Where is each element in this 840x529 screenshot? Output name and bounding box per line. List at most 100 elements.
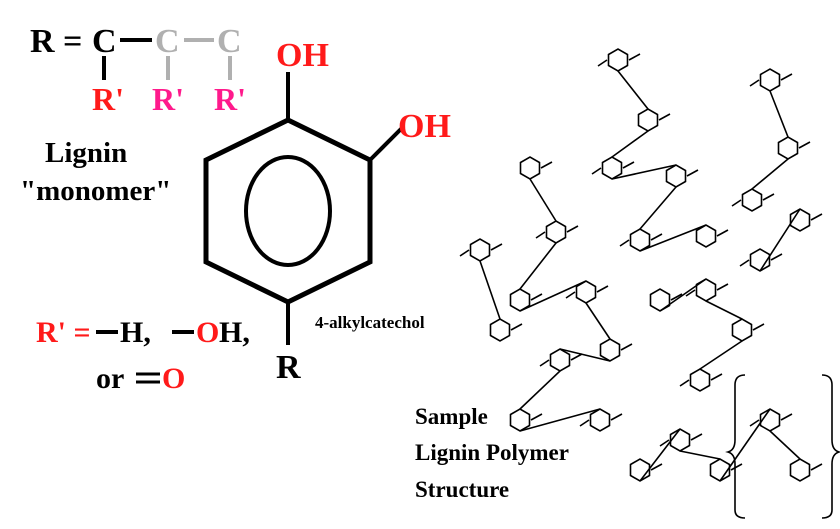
polymer-ring	[549, 348, 571, 372]
polymer-bond	[510, 323, 523, 331]
polymer-ring	[545, 220, 567, 244]
polymer-ring	[469, 238, 491, 262]
polymer-bond	[639, 428, 681, 482]
polymer-bond	[690, 433, 703, 441]
polymer-bond	[650, 233, 663, 241]
polymer-bond	[490, 243, 503, 251]
polymer-ring	[607, 48, 629, 72]
polymer-ring	[741, 188, 763, 212]
bond-oh2	[368, 126, 404, 162]
polymer-bond	[798, 141, 811, 149]
polymer-bond	[769, 430, 801, 460]
oh-group-2: OH	[398, 108, 451, 145]
polymer-bond	[622, 161, 635, 169]
polymer-ring	[637, 108, 659, 132]
polymer-bond	[639, 224, 707, 252]
polymer-bond	[570, 353, 583, 361]
polymer-bond	[762, 193, 775, 201]
polymer-bond	[739, 259, 750, 267]
polymer-ring	[709, 458, 731, 482]
polymer-ring	[731, 318, 753, 342]
polymer-bond	[620, 343, 633, 351]
h-of-oh: H,	[219, 316, 250, 349]
polymer-bond	[719, 408, 771, 482]
polymer-ring	[489, 318, 511, 342]
lignin-polymer-structure	[459, 48, 840, 519]
polymer-bond	[670, 293, 683, 301]
polymer-label: Sample Lignin Polymer Structure	[415, 404, 569, 502]
polymer-label-line1: Sample	[415, 404, 488, 429]
polymer-ring	[689, 368, 711, 392]
o-of-oh: O	[196, 316, 219, 349]
polymer-ring	[669, 428, 691, 452]
polymer-bond	[679, 379, 690, 387]
polymer-ring	[599, 338, 621, 362]
polymer-bond	[731, 199, 742, 207]
polymer-ring	[519, 156, 541, 180]
polymer-bond	[679, 450, 721, 460]
carbon-1: C	[92, 23, 117, 60]
polymer-ring	[509, 408, 531, 432]
polymer-bond	[749, 419, 760, 427]
r-prime-2: R'	[152, 81, 184, 117]
polymer-bond	[659, 278, 707, 312]
polymer-ring	[789, 208, 811, 232]
r-prime-3: R'	[214, 81, 246, 117]
carbon-3: C	[217, 23, 242, 60]
polymer-ring	[649, 288, 671, 312]
carbon-2: C	[155, 23, 180, 60]
polymer-ring	[629, 458, 651, 482]
polymer-bond	[686, 169, 699, 177]
polymer-bond	[539, 359, 550, 367]
polymer-bond	[769, 90, 789, 138]
polymer-ring	[695, 278, 717, 302]
polymer-bond	[591, 167, 602, 175]
monomer-label-line2: "monomer"	[20, 175, 171, 207]
polymer-bond	[759, 208, 801, 272]
polymer-bond	[559, 348, 611, 362]
polymer-bond	[659, 439, 670, 447]
polymer-bond	[596, 285, 609, 293]
polymer-bond	[585, 302, 611, 340]
polymer-bond	[810, 213, 823, 221]
polymer-bond	[479, 260, 501, 320]
polymer-bond	[705, 300, 743, 320]
r-prime-definition: R' = H, O H, or O	[36, 316, 250, 395]
polymer-bond	[780, 413, 793, 421]
polymer-bond	[519, 370, 561, 410]
polymer-label-line2: Lignin Polymer	[415, 440, 569, 465]
polymer-bond	[628, 53, 641, 61]
polymer-bond	[610, 413, 623, 421]
polymer-bond	[730, 463, 743, 471]
polymer-bond	[611, 130, 649, 158]
polymer-bond	[597, 59, 608, 67]
catechol-structure: OH OH R 4-alkylcatechol	[203, 37, 451, 386]
polymer-bond	[535, 231, 546, 239]
polymer-bond	[752, 323, 765, 331]
polymer-ring	[759, 408, 781, 432]
benzene-ring	[203, 117, 373, 305]
polymer-bond	[751, 158, 789, 190]
r-group-formula: R = C C C R' R' R'	[30, 23, 246, 117]
polymer-bond	[749, 79, 760, 87]
polymer-label-line3: Structure	[415, 477, 509, 502]
polymer-bond	[780, 73, 793, 81]
compound-name: 4-alkylcatechol	[315, 313, 425, 332]
polymer-bond	[565, 291, 576, 299]
polymer-bond	[519, 280, 587, 312]
polymer-bond	[639, 186, 677, 230]
polymer-ring	[777, 136, 799, 160]
polymer-bond	[566, 225, 579, 233]
h-option: H,	[120, 316, 151, 349]
r-equals: R =	[30, 23, 82, 60]
polymer-bond	[530, 413, 543, 421]
polymer-bond	[716, 229, 729, 237]
polymer-ring	[759, 68, 781, 92]
polymer-bond	[519, 242, 557, 290]
carbonyl-o: O	[162, 362, 185, 395]
polymer-bond	[619, 239, 630, 247]
polymer-bond	[540, 161, 553, 169]
polymer-bond	[810, 463, 823, 471]
r-prime-lhs: R' =	[36, 316, 91, 349]
